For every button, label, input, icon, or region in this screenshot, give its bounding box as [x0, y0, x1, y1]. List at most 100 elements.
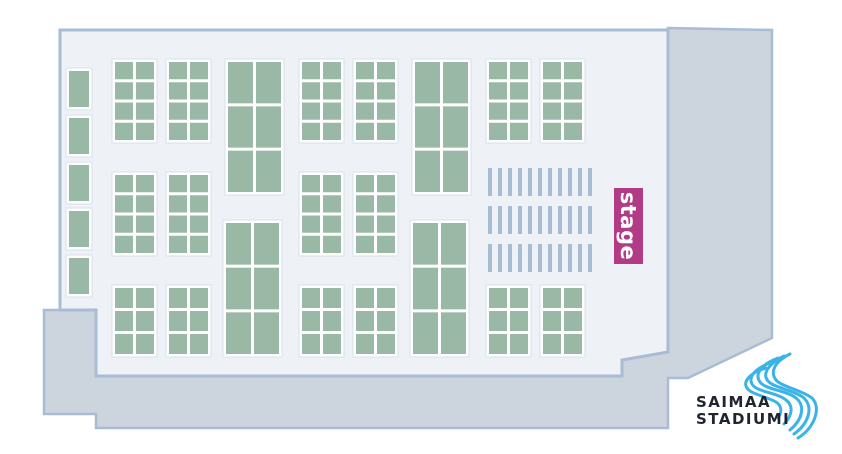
table-cell	[377, 175, 395, 193]
chair	[528, 206, 532, 234]
table-cell	[169, 215, 187, 233]
table-cell	[564, 62, 582, 80]
table-cell	[356, 195, 374, 213]
table-cell	[226, 312, 251, 354]
chair	[548, 168, 552, 196]
chair	[568, 168, 572, 196]
table-cell	[115, 215, 133, 233]
table-cell	[169, 311, 187, 331]
table-cell	[323, 215, 341, 233]
table-cell	[489, 334, 507, 354]
chair	[568, 206, 572, 234]
table-cell	[377, 195, 395, 213]
table-cell	[69, 211, 89, 247]
table-cell	[169, 334, 187, 354]
seat-block	[111, 58, 158, 144]
table-cell	[190, 311, 208, 331]
table-cell	[510, 288, 528, 308]
table-cell	[356, 288, 374, 308]
table-cell	[115, 102, 133, 120]
seat-block	[298, 284, 345, 358]
chair-row	[488, 168, 592, 196]
table-cell	[169, 235, 187, 253]
table-cell	[543, 82, 561, 100]
table-cell	[254, 312, 279, 354]
table-cell	[377, 122, 395, 140]
chair-row	[488, 244, 592, 272]
side-table	[65, 161, 93, 205]
table-cell	[543, 102, 561, 120]
table-cell	[169, 122, 187, 140]
chair	[548, 244, 552, 272]
stage-label: stage	[614, 188, 643, 264]
table-cell	[228, 150, 253, 192]
table-cell	[356, 122, 374, 140]
table-cell	[115, 334, 133, 354]
table-cell	[69, 118, 89, 154]
table-cell	[356, 82, 374, 100]
table-cell	[136, 215, 154, 233]
table-cell	[190, 215, 208, 233]
table-cell	[115, 62, 133, 80]
chair	[518, 168, 522, 196]
seat-block	[165, 171, 212, 257]
table-cell	[254, 223, 279, 265]
table-cell	[169, 62, 187, 80]
table-cell	[115, 82, 133, 100]
chair	[588, 206, 592, 234]
chair	[588, 168, 592, 196]
table-cell	[377, 102, 395, 120]
table-cell	[302, 102, 320, 120]
table-cell	[115, 288, 133, 308]
seat-block	[165, 58, 212, 144]
table-cell	[489, 102, 507, 120]
table-cell	[377, 311, 395, 331]
table-cell	[169, 102, 187, 120]
seat-block	[539, 58, 586, 144]
table-cell	[443, 62, 468, 104]
chair	[518, 244, 522, 272]
table-cell	[136, 122, 154, 140]
table-cell	[226, 223, 251, 265]
saimaa-stadium-logo-icon	[744, 352, 818, 440]
table-cell	[302, 235, 320, 253]
table-cell	[115, 311, 133, 331]
table-cell	[302, 122, 320, 140]
table-cell	[543, 122, 561, 140]
table-cell	[356, 215, 374, 233]
chair	[508, 244, 512, 272]
table-cell	[489, 122, 507, 140]
table-cell	[356, 102, 374, 120]
table-cell	[69, 71, 89, 107]
table-cell	[377, 62, 395, 80]
tables-layer	[65, 58, 586, 358]
seat-block	[111, 284, 158, 358]
table-cell	[415, 62, 440, 104]
table-cell	[226, 267, 251, 310]
chair	[498, 206, 502, 234]
table-cell	[510, 311, 528, 331]
chair	[548, 206, 552, 234]
table-cell	[377, 82, 395, 100]
seat-block	[298, 171, 345, 257]
chair	[488, 168, 492, 196]
side-table	[65, 67, 93, 111]
table-cell	[443, 150, 468, 192]
table-cell	[564, 311, 582, 331]
chair	[488, 206, 492, 234]
table-cell	[254, 267, 279, 310]
seat-block	[539, 284, 586, 358]
table-cell	[302, 175, 320, 193]
chair	[538, 206, 542, 234]
table-cell	[169, 195, 187, 213]
table-cell	[377, 288, 395, 308]
table-cell	[190, 82, 208, 100]
table-cell	[169, 175, 187, 193]
chair	[538, 168, 542, 196]
logo-line-2: STADIUMI	[696, 410, 791, 428]
seat-block	[352, 171, 399, 257]
chair	[578, 244, 582, 272]
table-cell	[136, 334, 154, 354]
chair	[528, 168, 532, 196]
